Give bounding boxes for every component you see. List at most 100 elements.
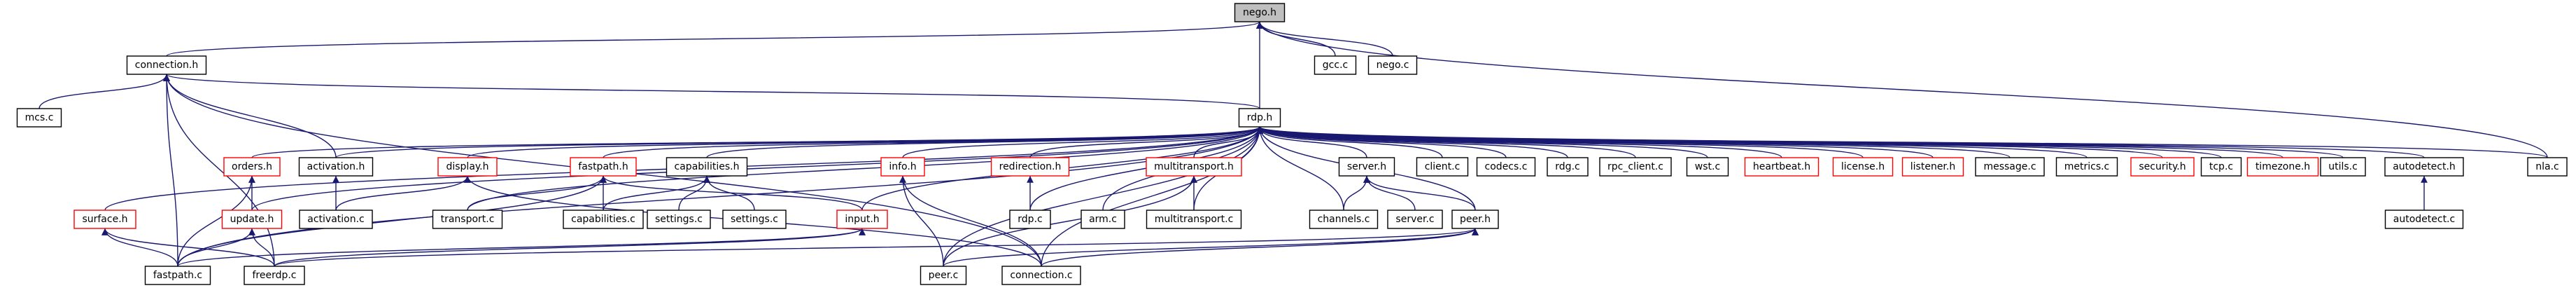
node-label: nego.h — [1243, 7, 1276, 18]
node-nego-h[interactable]: nego.h — [1234, 3, 1286, 22]
node-box — [1975, 157, 2045, 177]
node-settings-c[interactable]: settings.c — [647, 210, 711, 229]
node-multitransport-c[interactable]: multitransport.c — [1146, 210, 1242, 229]
edge-activation-h-to-rdp-h — [335, 126, 1263, 158]
node-label: channels.c — [1318, 214, 1370, 225]
node-server-h[interactable]: server.h — [1338, 157, 1395, 177]
node-orders-h[interactable]: orders.h — [223, 157, 281, 177]
node-tcp-c[interactable]: tcp.c — [2200, 157, 2242, 177]
edge-nla-c-to-rdp-h — [1256, 126, 2548, 158]
node-server-c[interactable]: server.c — [1387, 210, 1443, 229]
edge-nego-c-to-nego-h — [1256, 21, 1393, 57]
node-info-h[interactable]: info.h — [880, 157, 925, 177]
node-box — [722, 210, 787, 229]
node-box — [1081, 210, 1125, 229]
node-codecs-c[interactable]: codecs.c — [1476, 157, 1536, 177]
node-arm-c[interactable]: arm.c — [1081, 210, 1125, 229]
edge-settings-c2-to-capabilities-h — [703, 175, 755, 211]
edge-rdg-c-to-rdp-h — [1256, 126, 1568, 158]
edge-connection-c-to-rdp-h — [1041, 126, 1263, 267]
node-label: rdp.h — [1247, 112, 1273, 123]
node-box — [437, 157, 498, 177]
node-label: listener.h — [1910, 161, 1955, 172]
node-label: wst.c — [1695, 161, 1720, 172]
node-metrics-c[interactable]: metrics.c — [2055, 157, 2118, 177]
node-settings-c2[interactable]: settings.c — [722, 210, 787, 229]
edge-channels-c-to-server-h — [1343, 175, 1370, 211]
edge-freerdp-c-to-peer-h — [274, 228, 1479, 267]
node-box — [1309, 210, 1379, 229]
node-utils-c[interactable]: utils.c — [2320, 157, 2366, 177]
node-security-h[interactable]: security.h — [2130, 157, 2195, 177]
node-box — [1416, 157, 1469, 177]
node-autodetect-c[interactable]: autodetect.c — [2384, 210, 2464, 229]
node-capabilities-c[interactable]: capabilities.c — [563, 210, 644, 229]
node-redirection-h[interactable]: redirection.h — [990, 157, 1070, 177]
node-connection-c[interactable]: connection.c — [1001, 266, 1081, 285]
node-label: utils.c — [2328, 161, 2358, 172]
node-wst-c[interactable]: wst.c — [1686, 157, 1729, 177]
node-box — [1901, 157, 1964, 177]
node-channels-c[interactable]: channels.c — [1309, 210, 1379, 229]
node-box — [2130, 157, 2195, 177]
node-gcc-c[interactable]: gcc.c — [1314, 55, 1357, 75]
edge-fastpath-h-to-rdp-h — [603, 126, 1263, 158]
node-multitransport-h[interactable]: multitransport.h — [1146, 157, 1242, 177]
node-message-c[interactable]: message.c — [1975, 157, 2045, 177]
node-box — [1234, 3, 1286, 22]
node-box — [221, 210, 283, 229]
node-box — [2384, 157, 2464, 177]
node-input-h[interactable]: input.h — [836, 210, 888, 229]
node-connection-h[interactable]: connection.h — [126, 55, 207, 75]
node-surface-h[interactable]: surface.h — [73, 210, 136, 229]
node-rdp-c[interactable]: rdp.c — [1009, 210, 1051, 229]
node-capabilities-h[interactable]: capabilities.h — [666, 157, 748, 177]
node-label: display.h — [446, 161, 488, 172]
node-listener-h[interactable]: listener.h — [1901, 157, 1964, 177]
node-fastpath-c[interactable]: fastpath.c — [144, 266, 211, 285]
node-label: freerdp.c — [252, 270, 296, 281]
node-nego-c[interactable]: nego.c — [1367, 55, 1418, 75]
node-activation-c[interactable]: activation.c — [299, 210, 373, 229]
edge-connection-h-to-nego-h — [166, 21, 1263, 57]
node-box — [990, 157, 1070, 177]
node-label: license.h — [1841, 161, 1885, 172]
node-box — [1832, 157, 1894, 177]
node-update-h[interactable]: update.h — [221, 210, 283, 229]
edge-codecs-c-to-rdp-h — [1256, 126, 1507, 158]
node-license-h[interactable]: license.h — [1832, 157, 1894, 177]
node-label: connection.h — [135, 60, 198, 71]
node-label: heartbeat.h — [1753, 161, 1810, 172]
node-label: connection.c — [1010, 270, 1072, 281]
node-label: arm.c — [1089, 214, 1117, 225]
edge-fastpath-c-to-orders-h — [177, 175, 255, 267]
node-mcs-c[interactable]: mcs.c — [16, 108, 62, 128]
node-peer-c[interactable]: peer.c — [920, 266, 967, 285]
node-peer-h[interactable]: peer.h — [1451, 210, 1499, 229]
edge-freerdp-c-to-input-h — [274, 228, 866, 267]
node-rdp-h[interactable]: rdp.h — [1238, 108, 1281, 128]
node-heartbeat-h[interactable]: heartbeat.h — [1744, 157, 1820, 177]
node-label: input.h — [845, 214, 879, 225]
node-label: fastpath.h — [578, 161, 628, 172]
node-nla-c[interactable]: nla.c — [2527, 157, 2568, 177]
node-activation-h[interactable]: activation.h — [298, 157, 374, 177]
node-display-h[interactable]: display.h — [437, 157, 498, 177]
node-box — [1314, 55, 1357, 75]
node-fastpath-h[interactable]: fastpath.h — [570, 157, 637, 177]
node-client-c[interactable]: client.c — [1416, 157, 1469, 177]
node-label: autodetect.c — [2393, 214, 2455, 225]
node-rpc-client-c[interactable]: rpc_client.c — [1599, 157, 1672, 177]
node-rdg-c[interactable]: rdg.c — [1547, 157, 1589, 177]
node-box — [1387, 210, 1443, 229]
node-label: info.h — [889, 161, 916, 172]
edge-server-c-to-server-h — [1363, 175, 1416, 211]
node-timezone-h[interactable]: timezone.h — [2246, 157, 2319, 177]
node-autodetect-h[interactable]: autodetect.h — [2384, 157, 2464, 177]
node-box — [1476, 157, 1536, 177]
node-label: gcc.c — [1323, 60, 1348, 71]
node-transport-c[interactable]: transport.c — [432, 210, 503, 229]
node-box — [432, 210, 503, 229]
node-label: capabilities.c — [571, 214, 635, 225]
node-freerdp-c[interactable]: freerdp.c — [244, 266, 305, 285]
